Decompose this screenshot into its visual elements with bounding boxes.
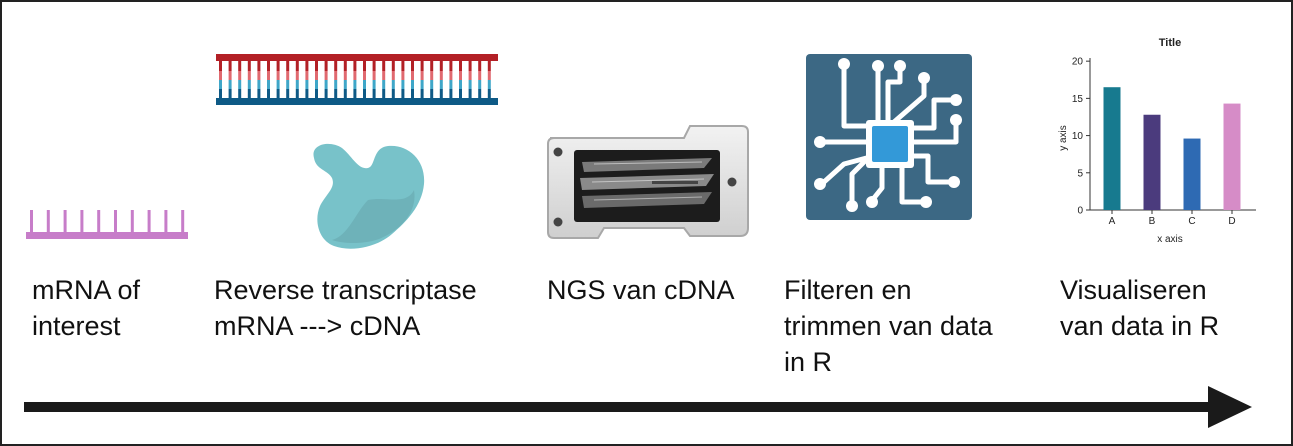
step-label-filter: Filteren en trimmen van data in R [784, 275, 993, 377]
y-tick-label: 15 [1072, 94, 1084, 105]
x-tick-label: A [1109, 216, 1116, 227]
reverse-transcriptase-icon [313, 143, 425, 249]
step-label-reverse-transcriptase: Reverse transcriptase mRNA ---> cDNA [214, 275, 477, 341]
step-label-visualize: Visualiseren van data in R [1060, 275, 1220, 341]
bar-B [1143, 114, 1161, 210]
x-tick-label: D [1228, 216, 1235, 227]
circuit-chip-icon [806, 54, 972, 220]
x-axis-label: x axis [1157, 234, 1183, 245]
y-tick-label: 0 [1077, 206, 1083, 217]
chart-title: Title [1159, 37, 1181, 49]
mrna-strand-icon [26, 210, 188, 239]
step-label-ngs: NGS van cDNA [547, 275, 735, 305]
bar-A [1103, 87, 1121, 210]
x-tick-label: C [1188, 216, 1195, 227]
y-axis-label: y axis [1058, 125, 1069, 151]
y-tick-label: 10 [1072, 131, 1084, 142]
bar-D [1223, 103, 1241, 210]
step-label-mrna: mRNA of interest [32, 275, 141, 341]
dna-double-strand-icon [216, 54, 498, 105]
timeline-arrow [24, 386, 1252, 428]
sequencing-flowcell-icon [547, 125, 749, 239]
y-tick-label: 5 [1077, 168, 1083, 179]
y-tick-label: 20 [1072, 57, 1084, 68]
x-tick-label: B [1149, 216, 1156, 227]
bar-C [1183, 138, 1201, 210]
bar-chart: Title 0 5 10 15 20A B C D x axis y axis [1058, 37, 1256, 245]
